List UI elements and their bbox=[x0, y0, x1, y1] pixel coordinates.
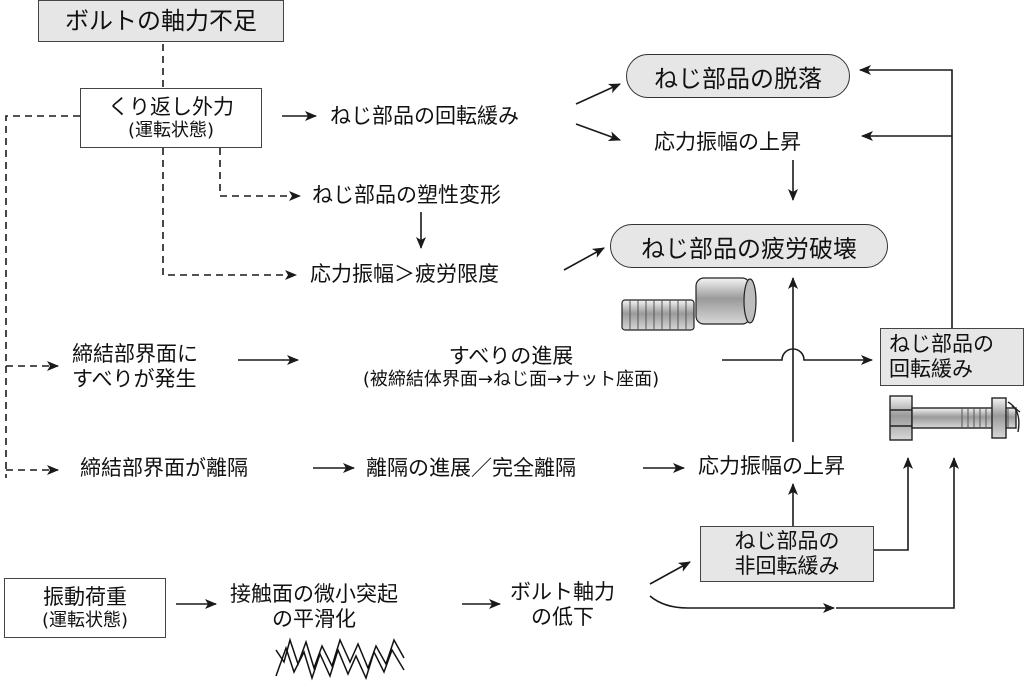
repeated-external-force-box: くり返し外力 (運転状態) bbox=[80, 88, 262, 148]
thread-plastic-deformation-label: ねじ部品の塑性変形 bbox=[312, 183, 501, 207]
non-rotational-loosening-line2: 非回転緩み bbox=[734, 554, 840, 578]
axial-force-drop-label: ボルト軸力 の低下 bbox=[510, 580, 615, 630]
thread-fatigue-failure-pill: ねじ部品の疲労破壊 bbox=[610, 224, 888, 268]
non-rotational-loosening-line1: ねじ部品の bbox=[734, 529, 840, 553]
thread-rotational-loosening-label: ねじ部品の回転緩み bbox=[330, 104, 519, 128]
vibration-load-label: 振動荷重 bbox=[43, 584, 127, 609]
slip-progress-line1: すべりの進展 bbox=[448, 344, 574, 368]
title-label: ボルトの軸力不足 bbox=[65, 6, 257, 35]
asperity-smoothing-label: 接触面の微小突起 の平滑化 bbox=[230, 582, 398, 632]
vibration-load-box: 振動荷重 (運転状態) bbox=[4, 578, 166, 638]
hex-bolt-icon bbox=[889, 395, 1021, 441]
rotational-loosening-line1: ねじ部品の bbox=[889, 332, 994, 356]
axial-force-drop-line1: ボルト軸力 bbox=[510, 580, 615, 604]
slip-progress-label: すべりの進展 (被締結体界面→ねじ面→ナット座面) bbox=[316, 344, 706, 391]
vibration-load-sub: (運転状態) bbox=[41, 609, 129, 631]
stress-amplitude-rise-top-label: 応力振幅の上昇 bbox=[654, 130, 801, 154]
slip-progress-line2: (被締結体界面→ねじ面→ナット座面) bbox=[362, 369, 660, 390]
thread-fatigue-failure-label: ねじ部品の疲労破壊 bbox=[641, 234, 857, 263]
interface-slip-label: 締結部界面に すべりが発生 bbox=[72, 342, 198, 392]
interface-slip-line2: すべりが発生 bbox=[72, 367, 197, 391]
separation-progress-label: 離隔の進展／完全離隔 bbox=[366, 456, 576, 480]
surface-roughness-icon bbox=[275, 637, 405, 681]
title-box: ボルトの軸力不足 bbox=[38, 0, 284, 42]
thread-detachment-label: ねじ部品の脱落 bbox=[654, 64, 822, 93]
asperity-smoothing-line2: の平滑化 bbox=[272, 607, 356, 631]
socket-head-screw-icon bbox=[621, 277, 757, 331]
thread-detachment-pill: ねじ部品の脱落 bbox=[626, 54, 850, 98]
repeated-external-force-label: くり返し外力 bbox=[108, 94, 234, 119]
dashed-connectors bbox=[5, 44, 301, 478]
stress-amplitude-rise-mid-label: 応力振幅の上昇 bbox=[698, 454, 845, 478]
rotational-loosening-line2: 回転緩み bbox=[889, 357, 973, 381]
rotational-loosening-box: ねじ部品の 回転緩み bbox=[880, 328, 1024, 386]
non-rotational-loosening-box: ねじ部品の 非回転緩み bbox=[700, 526, 874, 582]
repeated-external-force-sub: (運転状態) bbox=[127, 119, 215, 141]
axial-force-drop-line2: の低下 bbox=[531, 605, 594, 629]
asperity-smoothing-line1: 接触面の微小突起 bbox=[230, 582, 398, 606]
stress-over-fatigue-limit-label: 応力振幅＞疲労限度 bbox=[310, 262, 499, 286]
interface-separation-label: 締結部界面が離隔 bbox=[80, 456, 248, 480]
interface-slip-line1: 締結部界面に bbox=[72, 342, 198, 366]
